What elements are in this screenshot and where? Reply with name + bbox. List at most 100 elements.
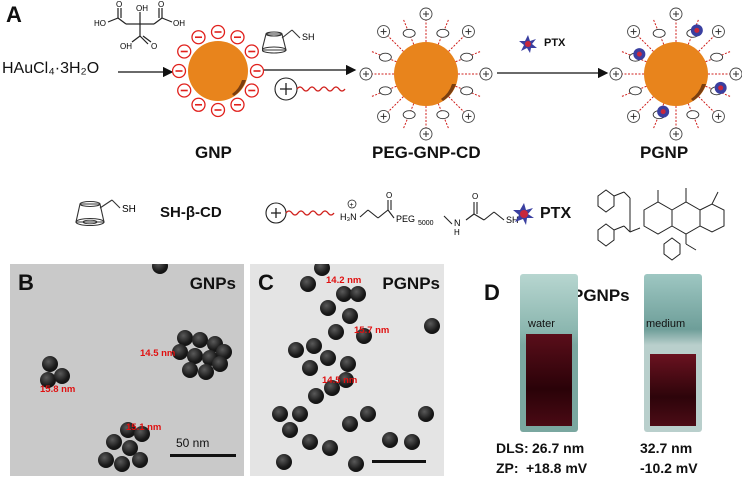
nanoparticle bbox=[306, 338, 322, 354]
citric-acid-structure: HO O OH O OH O OH bbox=[94, 0, 185, 51]
legend-ptx-label: PTX bbox=[540, 205, 572, 222]
nanoparticle bbox=[276, 454, 292, 470]
legend-sh-label: SH bbox=[122, 204, 136, 215]
tem-b-size-3: 15.1 nm bbox=[126, 422, 162, 433]
nanoparticle bbox=[320, 300, 336, 316]
tem-c-title: PGNPs bbox=[382, 274, 440, 293]
nanoparticle bbox=[360, 406, 376, 422]
cyclodextrin-icon bbox=[402, 28, 416, 38]
nanoparticle bbox=[314, 264, 330, 276]
gnp-particle bbox=[172, 24, 264, 118]
vial-medium: medium bbox=[644, 274, 702, 432]
nanoparticle bbox=[288, 342, 304, 358]
nanoparticle bbox=[340, 356, 356, 372]
peg-amine-peg: PEG bbox=[396, 214, 415, 224]
nanoparticle bbox=[40, 372, 56, 388]
cyclodextrin-icon bbox=[652, 28, 666, 38]
cyclodextrin-icon bbox=[402, 110, 416, 120]
stage-label-pgnp: PGNP bbox=[640, 143, 689, 162]
stage-label-peg-gnp-cd: PEG-GNP-CD bbox=[372, 143, 481, 162]
nanoparticle bbox=[134, 426, 150, 442]
legend-sh-cd-icon: SH bbox=[75, 199, 136, 227]
nanoparticle bbox=[424, 318, 440, 334]
nanoparticle bbox=[348, 456, 364, 472]
scheme-arrows bbox=[118, 64, 609, 79]
nanoparticle bbox=[106, 434, 122, 450]
peg-amine-structure: H₃N + O PEG 5000 N H O SH bbox=[340, 191, 519, 237]
ptx-reagent-label: PTX bbox=[544, 37, 566, 49]
photo-d-title: PGNPs bbox=[572, 286, 630, 305]
nanoparticle bbox=[342, 308, 358, 324]
vial-water-label: water bbox=[528, 318, 555, 330]
panel-c-letter: C bbox=[258, 270, 274, 295]
stage-label-gnp: GNP bbox=[195, 143, 232, 162]
cyclodextrin-icon bbox=[436, 28, 450, 38]
tem-c-size-2: 15.7 nm bbox=[354, 325, 390, 336]
tem-c-size-3: 14.5 nm bbox=[322, 375, 358, 386]
nanoparticle bbox=[192, 332, 208, 348]
nanoparticle bbox=[292, 406, 308, 422]
vial-medium-liquid bbox=[650, 354, 696, 426]
legend-peg-icon bbox=[265, 202, 335, 224]
cyclodextrin-icon bbox=[460, 52, 474, 62]
peg-amine-h3n: H₃N bbox=[340, 212, 357, 222]
nanoparticle bbox=[418, 406, 434, 422]
nanoparticle bbox=[356, 328, 372, 344]
arrow2-sh-label: SH bbox=[302, 32, 315, 42]
nanoparticle bbox=[320, 350, 336, 366]
nanoparticle bbox=[122, 440, 138, 456]
cyclodextrin-icon bbox=[436, 110, 450, 120]
nanoparticle bbox=[302, 360, 318, 376]
citric-group-oh3: OH bbox=[120, 42, 132, 51]
tem-image-pgnps: C PGNPs 14.2 nm 15.7 nm 14.5 nm bbox=[250, 264, 444, 476]
nanoparticle bbox=[177, 330, 193, 346]
nanoparticle bbox=[282, 422, 298, 438]
tem-c-scalebar bbox=[372, 460, 426, 463]
nanoparticle bbox=[198, 364, 214, 380]
peg-amine-plus: + bbox=[350, 202, 354, 209]
zp-label: ZP: bbox=[496, 460, 519, 476]
nanoparticle bbox=[42, 356, 58, 372]
cyclodextrin-icon bbox=[378, 52, 392, 62]
tem-b-size-2: 15.8 nm bbox=[40, 384, 76, 395]
nanoparticle bbox=[98, 452, 114, 468]
cyclodextrin-icon bbox=[686, 110, 700, 120]
peg-amine-sh: SH bbox=[506, 215, 519, 225]
dls-medium-value: 32.7 nm bbox=[640, 440, 693, 456]
citric-group-o3: O bbox=[151, 42, 157, 51]
citric-group-oh2: OH bbox=[173, 19, 185, 28]
nanoparticle bbox=[132, 452, 148, 468]
dls-label: DLS: bbox=[496, 440, 529, 456]
cyclodextrin-icon bbox=[628, 86, 642, 96]
cyclodextrin-icon bbox=[378, 86, 392, 96]
nanoparticle bbox=[120, 422, 136, 438]
arrow2-reagents: SH bbox=[262, 29, 346, 101]
peg-amine-n: N bbox=[454, 218, 461, 228]
nanoparticle bbox=[182, 362, 198, 378]
citric-group-oh1: OH bbox=[136, 4, 148, 13]
nanoparticle bbox=[322, 440, 338, 456]
nanoparticle bbox=[338, 372, 354, 388]
nanoparticle bbox=[328, 324, 344, 340]
tem-b-scalebar-label: 50 nm bbox=[176, 436, 210, 450]
vial-water: water bbox=[520, 274, 578, 432]
nanoparticle bbox=[342, 416, 358, 432]
tem-c-size-1: 14.2 nm bbox=[326, 275, 362, 286]
precursor-label: HAuCl₄·3H₂O bbox=[2, 60, 100, 77]
panel-a-letter: A bbox=[6, 2, 22, 27]
zp-water-value: +18.8 mV bbox=[526, 460, 588, 476]
pgnp-particle bbox=[609, 7, 742, 141]
vial-water-liquid bbox=[526, 334, 572, 426]
ptx-reagent-icon bbox=[519, 35, 537, 53]
nanoparticle bbox=[302, 434, 318, 450]
legend-sh-cd-label: SH-β-CD bbox=[160, 204, 222, 221]
nanoparticle bbox=[324, 380, 340, 396]
citric-group-o2: O bbox=[158, 0, 164, 9]
paclitaxel-structure bbox=[597, 188, 725, 261]
nanoparticle bbox=[308, 388, 324, 404]
tem-image-gnps: B GNPs 14.5 nm 15.8 nm 15.1 nm 50 nm bbox=[10, 264, 244, 476]
tem-b-title: GNPs bbox=[189, 274, 236, 293]
nanoparticle bbox=[187, 348, 203, 364]
legend-ptx-icon bbox=[513, 203, 534, 225]
tem-b-scalebar bbox=[170, 454, 236, 457]
